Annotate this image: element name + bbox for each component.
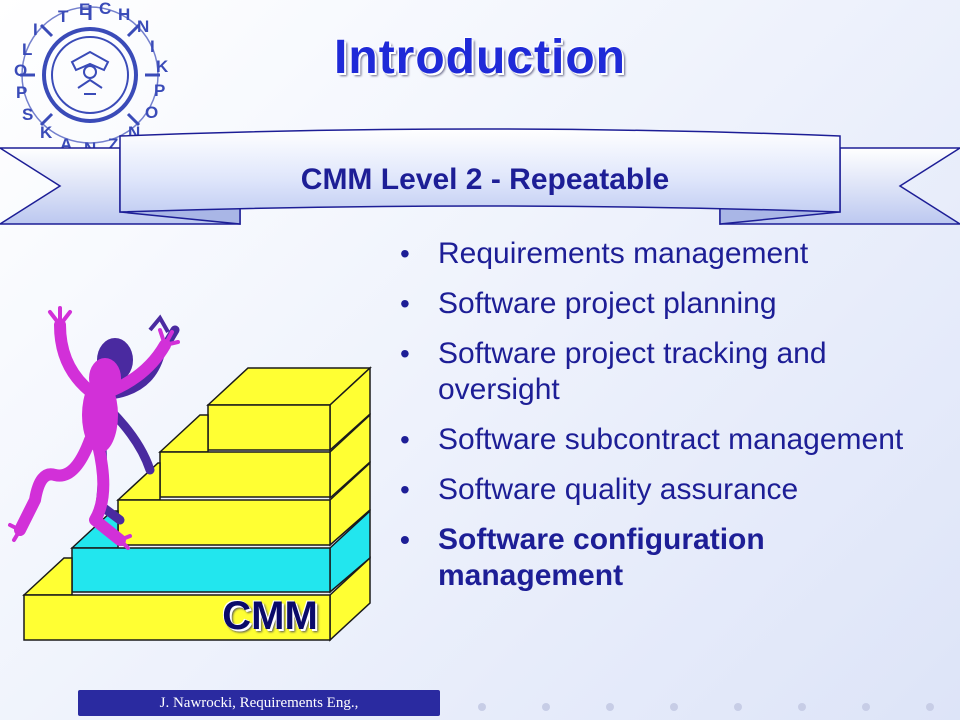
decorative-dot bbox=[478, 703, 486, 711]
footer-bar: J. Nawrocki, Requirements Eng., bbox=[78, 690, 440, 716]
footer-text: J. Nawrocki, Requirements Eng., bbox=[159, 695, 359, 711]
bullet-item: • Software quality assurance bbox=[398, 472, 943, 508]
svg-text:P: P bbox=[154, 81, 165, 100]
decorative-dot bbox=[542, 703, 550, 711]
cmm-staircase-illustration bbox=[8, 306, 372, 642]
svg-text:P: P bbox=[16, 83, 27, 102]
bullet-dot-icon: • bbox=[400, 424, 410, 455]
svg-text:Z: Z bbox=[108, 135, 118, 154]
bullet-dot-icon: • bbox=[400, 524, 410, 555]
bullet-dot-icon: • bbox=[400, 238, 410, 269]
bullet-item: • Requirements management bbox=[398, 236, 943, 272]
decorative-dot bbox=[606, 703, 614, 711]
bullet-dot-icon: • bbox=[400, 474, 410, 505]
decorative-dot bbox=[734, 703, 742, 711]
bullet-list: • Requirements management • Software proje… bbox=[398, 236, 943, 608]
bullet-item: • Software project tracking and oversight bbox=[398, 336, 943, 408]
svg-text:O: O bbox=[14, 61, 27, 80]
bullet-text: Software subcontract management bbox=[438, 423, 904, 456]
svg-text:C: C bbox=[99, 0, 111, 18]
svg-text:E: E bbox=[79, 0, 90, 19]
bullet-dot-icon: • bbox=[400, 288, 410, 319]
svg-text:L: L bbox=[22, 40, 32, 59]
svg-text:I: I bbox=[150, 37, 155, 56]
decorative-dot bbox=[862, 703, 870, 711]
svg-text:K: K bbox=[156, 57, 169, 76]
svg-text:I: I bbox=[33, 20, 38, 39]
svg-text:K: K bbox=[40, 123, 53, 142]
slide-subtitle: CMM Level 2 - Repeatable bbox=[300, 163, 670, 196]
svg-text:H: H bbox=[118, 5, 130, 24]
bullet-item: • Software subcontract management bbox=[398, 422, 943, 458]
slide-title: Introduction bbox=[334, 31, 626, 84]
bullet-text: Software configuration management bbox=[438, 523, 765, 592]
bullet-item: • Software project planning bbox=[398, 286, 943, 322]
bullet-text: Software project planning bbox=[438, 287, 777, 320]
ribbon-banner bbox=[0, 128, 960, 225]
svg-text:N: N bbox=[137, 17, 149, 36]
svg-text:S: S bbox=[22, 105, 33, 124]
bullet-item-highlighted: • Software configuration management bbox=[398, 522, 943, 594]
svg-text:O: O bbox=[145, 103, 158, 122]
cmm-stairs-label: CMM bbox=[222, 594, 318, 638]
decorative-dot bbox=[798, 703, 806, 711]
decorative-dot bbox=[926, 703, 934, 711]
bullet-text: Requirements management bbox=[438, 237, 809, 270]
bullet-dot-icon: • bbox=[400, 338, 410, 369]
svg-text:T: T bbox=[58, 7, 69, 26]
bullet-text: Software project tracking and oversight bbox=[438, 337, 827, 406]
decorative-dot bbox=[670, 703, 678, 711]
bullet-text: Software quality assurance bbox=[438, 473, 799, 506]
